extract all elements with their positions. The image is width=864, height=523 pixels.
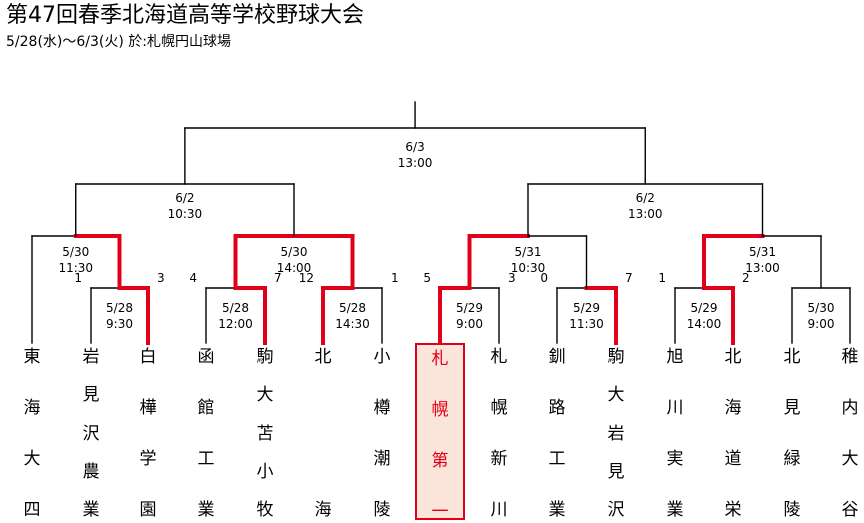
match-date-m3: 5/28 (339, 301, 366, 315)
team-name-1: 東海大四 (23, 347, 41, 520)
match-date-m7: 5/30 (808, 301, 835, 315)
tournament-subtitle: 5/28(水)〜6/3(火) 於:札幌円山球場 (6, 34, 231, 50)
match-date-m6: 5/29 (691, 301, 718, 315)
score-right-m5: 7 (625, 271, 633, 285)
team-name-5: 駒大苫小牧 (256, 347, 274, 520)
team-name-11: 駒大岩見沢 (607, 347, 625, 520)
team-name-4: 函館工業 (197, 347, 215, 520)
team-name-7: 小樽潮陵 (373, 347, 391, 520)
match-time-m5: 11:30 (569, 317, 604, 331)
match-time-m2: 12:00 (218, 317, 253, 331)
match-time-q1: 11:30 (58, 261, 93, 275)
match-date-q4: 5/31 (749, 245, 776, 259)
team-name-13: 北海道栄 (724, 347, 742, 520)
match-time-m4: 9:00 (456, 317, 483, 331)
match-date-s2: 6/2 (636, 191, 655, 205)
team-name-2: 岩見沢農業 (82, 347, 100, 520)
match-date-m2: 5/28 (222, 301, 249, 315)
match-date-m4: 5/29 (456, 301, 483, 315)
score-left-m1: 1 (74, 271, 82, 285)
team-name-8: 札幌第一 (415, 343, 465, 522)
match-date-f: 6/3 (405, 140, 424, 154)
team-name-12: 旭川実業 (666, 347, 684, 520)
team-name-10: 釧路工業 (548, 347, 566, 520)
match-time-f: 13:00 (398, 156, 433, 170)
score-right-m2: 7 (274, 271, 282, 285)
score-right-m4: 3 (508, 271, 516, 285)
score-left-m4: 5 (423, 271, 431, 285)
score-right-m1: 3 (157, 271, 165, 285)
team-name-3: 白樺学園 (139, 347, 157, 520)
score-left-m3: 12 (299, 271, 314, 285)
match-time-m1: 9:30 (106, 317, 133, 331)
score-left-m6: 1 (658, 271, 666, 285)
team-name-15: 稚内大谷 (841, 347, 859, 520)
match-time-m7: 9:00 (808, 317, 835, 331)
score-left-m2: 4 (189, 271, 197, 285)
match-time-m6: 14:00 (687, 317, 722, 331)
match-time-s2: 13:00 (628, 207, 663, 221)
match-time-q4: 13:00 (745, 261, 780, 275)
score-right-m6: 2 (742, 271, 750, 285)
match-date-m5: 5/29 (573, 301, 600, 315)
team-name-6: 北海 (314, 347, 332, 520)
match-date-q2: 5/30 (281, 245, 308, 259)
match-date-q1: 5/30 (62, 245, 89, 259)
match-date-q3: 5/31 (515, 245, 542, 259)
score-right-m3: 1 (391, 271, 399, 285)
team-name-9: 札幌新川 (490, 347, 508, 520)
match-time-m3: 14:30 (335, 317, 370, 331)
tournament-title: 第47回春季北海道高等学校野球大会 (6, 3, 364, 28)
match-time-q2: 14:00 (277, 261, 312, 275)
match-time-s1: 10:30 (168, 207, 203, 221)
match-time-q3: 10:30 (511, 261, 546, 275)
match-date-s1: 6/2 (175, 191, 194, 205)
score-left-m5: 0 (540, 271, 548, 285)
team-name-14: 北見緑陵 (783, 347, 801, 520)
match-date-m1: 5/28 (106, 301, 133, 315)
